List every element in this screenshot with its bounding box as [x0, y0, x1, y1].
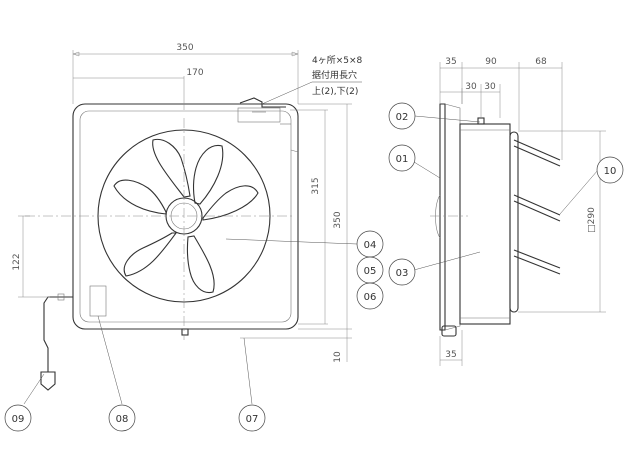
top-mount-slot	[237, 107, 281, 123]
svg-text:03: 03	[396, 268, 409, 279]
dim-122: 122	[12, 253, 22, 270]
svg-text:08: 08	[116, 414, 129, 425]
bottom-foot	[441, 325, 457, 337]
front-grille-edge	[444, 103, 461, 331]
pull-switch-box	[89, 285, 107, 317]
fan-blade-3	[202, 185, 259, 221]
front-panel	[439, 103, 446, 331]
bottom-nub	[181, 328, 189, 336]
svg-text:01: 01	[396, 154, 409, 165]
fan-blade-2	[193, 144, 224, 205]
dim-35-top: 35	[445, 57, 456, 67]
fan-blade-6	[113, 179, 167, 215]
callout-02: 02	[388, 102, 416, 130]
callout-08: 08	[108, 404, 136, 432]
outer-frame	[72, 103, 299, 330]
svg-text:09: 09	[12, 414, 25, 425]
power-plug	[40, 371, 56, 391]
dim-170: 170	[186, 68, 203, 78]
power-cord	[43, 296, 73, 372]
dim-30-b: 30	[484, 82, 496, 92]
side-dimensions: 35 90 68 30 30 □290 35	[439, 57, 606, 366]
svg-text:04: 04	[364, 240, 377, 251]
callout-05: 05	[356, 256, 384, 284]
support-arm-bottom	[513, 249, 561, 269]
note-line-1: 4ヶ所×5×8	[312, 55, 363, 66]
inner-frame	[79, 110, 292, 323]
callout-01: 01	[388, 144, 416, 172]
front-view	[40, 97, 299, 391]
frame-step-right	[290, 149, 299, 153]
grille-bulge	[435, 194, 441, 239]
dim-315: 315	[311, 177, 321, 194]
dim-30-a: 30	[465, 82, 477, 92]
note-line-3: 上(2),下(2)	[312, 86, 358, 97]
support-arm-middle	[513, 194, 561, 216]
callout-10: 10	[596, 156, 624, 184]
note-line-2: 据付用長穴	[312, 69, 357, 81]
front-dimensions: 350 170 315 350 10 122	[12, 43, 352, 363]
installation-note: 4ヶ所×5×8 据付用長穴 上(2),下(2)	[261, 55, 363, 105]
side-body	[459, 123, 511, 325]
support-arm-top	[513, 139, 561, 161]
fan-blade-4	[186, 235, 215, 294]
dim-35-bottom: 35	[445, 350, 456, 360]
svg-text:06: 06	[364, 292, 377, 303]
top-mount-bracket	[239, 97, 286, 108]
dim-68: 68	[535, 57, 547, 67]
fan-blade-5	[123, 232, 178, 277]
callout-03: 03	[388, 258, 416, 286]
callout-06: 06	[356, 282, 384, 310]
svg-text:07: 07	[246, 414, 259, 425]
cord-grommet	[57, 293, 65, 301]
callout-04: 04	[356, 230, 384, 258]
svg-text:02: 02	[396, 112, 409, 123]
dim-10: 10	[333, 351, 343, 363]
note-leader	[261, 81, 313, 105]
dim-350-width: 350	[176, 43, 193, 53]
svg-text:05: 05	[364, 266, 377, 277]
dim-square-290: □290	[587, 207, 597, 233]
svg-text:10: 10	[604, 166, 617, 177]
side-view	[435, 103, 561, 337]
callouts: 01 02 03 04 05 06 07 08	[4, 102, 624, 432]
callout-07: 07	[238, 404, 266, 432]
fan-blades	[113, 138, 259, 294]
top-knob	[477, 117, 485, 125]
dim-90: 90	[485, 57, 497, 67]
dim-350-height: 350	[333, 211, 343, 228]
back-rail	[509, 131, 519, 313]
fan-blade-1	[152, 138, 191, 198]
callout-09: 09	[4, 404, 32, 432]
